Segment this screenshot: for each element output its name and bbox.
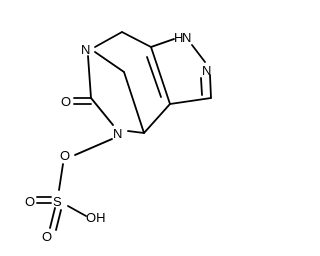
- atom-n-bridge: N: [81, 42, 90, 57]
- atom-o-sulfonyl-left: O: [25, 194, 35, 209]
- bond-lines: [36, 31, 212, 231]
- bond-c3a-c7a-double: [146, 56, 162, 98]
- bond-ch-c3a: [169, 97, 212, 105]
- bond-namide-oester: [74, 138, 113, 156]
- bond-c3a-c7a: [150, 46, 171, 105]
- atom-n-nh: N: [182, 30, 191, 45]
- chemical-structure-diagram: N H N N O N O S O O OH: [25, 30, 212, 244]
- bond-nbridge-co: [87, 55, 92, 99]
- bond-nh-n: [191, 44, 206, 63]
- bond-c3a-c4: [143, 103, 171, 134]
- atom-o-ester: O: [60, 148, 70, 163]
- atom-labels: N H N N O N O S O O OH: [25, 30, 211, 244]
- bond-namide-c4: [127, 130, 145, 134]
- bond-c7a-nh: [150, 38, 175, 48]
- bond-ch2-bridge-c4: [123, 71, 145, 134]
- atom-s: S: [53, 194, 62, 209]
- atom-oh: OH: [86, 210, 106, 225]
- bond-s-obottom: [49, 207, 56, 229]
- bond-s-oh: [67, 205, 87, 217]
- atom-n-amide: N: [113, 126, 122, 141]
- bond-nbridge-ch2-top: [94, 31, 123, 48]
- atom-o-sulfonyl-bottom: O: [42, 229, 52, 244]
- bond-co-namide: [90, 97, 114, 126]
- atom-h-nh: H: [174, 30, 183, 45]
- bond-s-obottom-double: [55, 209, 62, 231]
- bond-oester-s: [58, 163, 64, 191]
- bond-ch2-top-c7a: [121, 31, 152, 48]
- atom-n-pyrazole: N: [202, 63, 211, 78]
- bond-n-ch-double: [200, 77, 203, 96]
- atom-o-carbonyl: O: [61, 94, 71, 109]
- bond-n-ch: [209, 74, 212, 99]
- bond-nbridge-ch2-bridge: [94, 51, 125, 73]
